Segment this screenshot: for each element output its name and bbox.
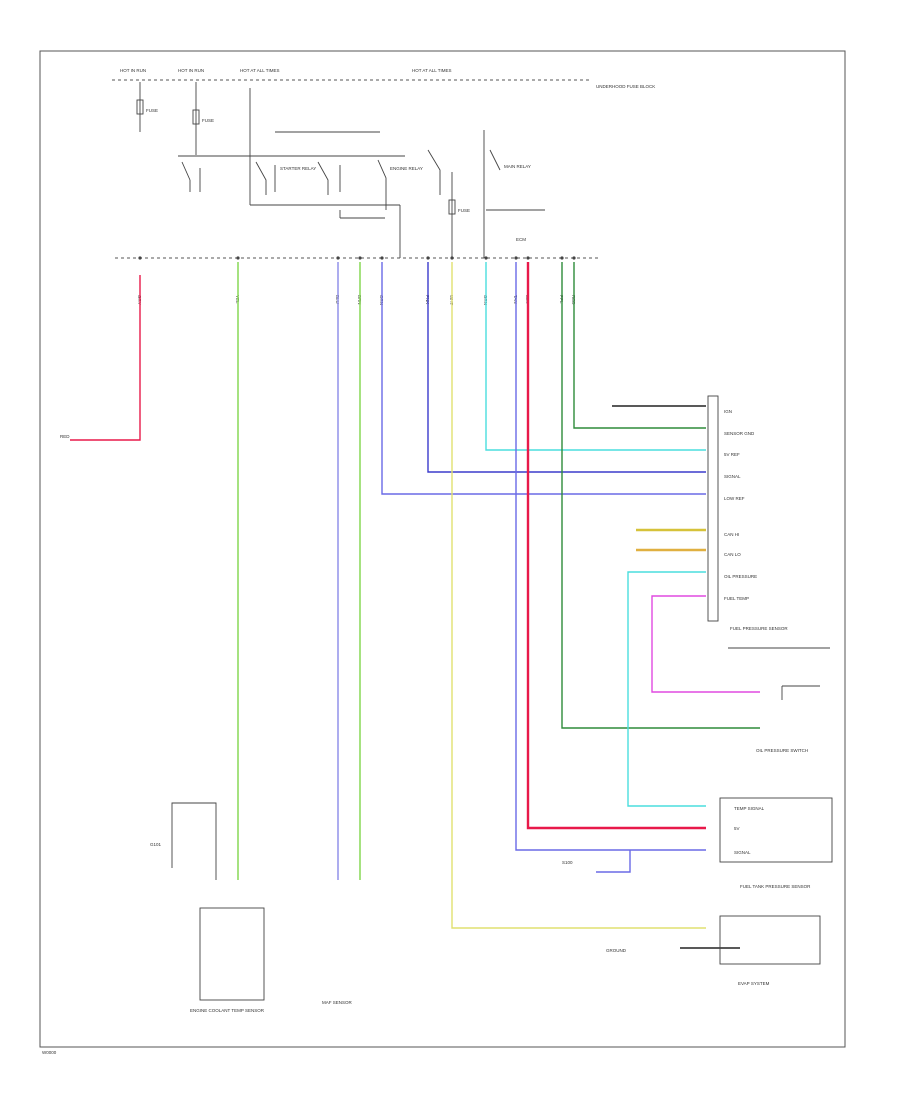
relay-switch-icon [489,149,501,171]
diagram-frame [39,50,846,1048]
component-label-oil-pressure: OIL PRESSURE SWITCH [756,748,808,753]
ecm-pin-label: SENSOR GND [724,431,755,436]
ecm-signal-labels: IGN SENSOR GND 5V REF SIGNAL LOW REF CAN… [724,409,757,601]
ecm-pin-label: LOW REF [724,496,745,501]
ecm-pin-label: TEMP SIGNAL [734,806,765,811]
ecm-pin-label: SIGNAL [734,850,751,855]
wire-red-left [70,275,141,441]
ecm-pin-label: SIGNAL [724,474,741,479]
wire-labels: GRY YEL BLU BRN ORN PNK WHT GRN TAN BLK … [137,295,576,305]
wire-cyan-1 [485,262,706,451]
relay-label-2: ENGINE RELAY [390,166,423,171]
ecm-pin-label: IGN [724,409,732,414]
wire-yellow [451,262,706,929]
fuse-icon [448,199,456,215]
ecm-pin-label: OIL PRESSURE [724,574,757,579]
fuse-label-2: FUSE [202,118,214,123]
fuse-icon [136,99,144,115]
fuse-label-1: FUSE [146,108,158,113]
label-hot-at-all-1: HOT AT ALL TIMES [240,68,280,73]
relay-switch-icon [255,161,276,195]
label-hot-at-all-2: HOT AT ALL TIMES [412,68,452,73]
wire-red-right [526,262,706,830]
ecm-pin-label: 5V REF [724,452,740,457]
label-hot-in-run-1: HOT IN RUN [120,68,146,73]
relay-switch-icon [181,161,201,192]
component-label-fuel-pressure: FUEL PRESSURE SENSOR [730,626,788,631]
relay-switch-icon [317,161,341,195]
ground-label: G101 [150,842,162,847]
ground-label: GROUND [606,948,627,953]
connector-pins [138,256,576,260]
wire-blue-4 [596,850,631,873]
wire-navy [427,262,706,473]
evap-box [719,915,821,965]
wire-dark-green-2 [573,262,706,429]
wire-blue-3 [515,262,706,851]
left-component-outline [171,802,217,880]
red-wire-label: RED [60,434,70,439]
fuse-icon [192,109,200,125]
wire-blue-2 [381,262,706,495]
ecm-pin-label: CAN LO [724,552,741,557]
wire-dark-green-1 [561,262,760,729]
ecm-pin-label: CAN HI [724,532,739,537]
relay-switch-icon [427,149,441,195]
ecm-header: ECM [516,237,526,242]
footer-code: W0000 [42,1050,57,1055]
component-label-fuel-tank: FUEL TANK PRESSURE SENSOR [740,884,811,889]
label-hot-in-run-2: HOT IN RUN [178,68,204,73]
fuse-group: FUSE FUSE FUSE [136,82,470,258]
mid-component-label: MAF SENSOR [322,1000,353,1005]
label-underhood: UNDERHOOD FUSE BLOCK [596,84,655,89]
left-component-label: ENGINE COOLANT TEMP SENSOR [190,1008,265,1013]
wire-magenta [651,595,760,693]
evap-label: EVAP SYSTEM [738,981,770,986]
splice-label: S100 [562,860,573,865]
relay-group: STARTER RELAY ENGINE RELAY MAIN RELAY [178,88,545,258]
ecm-pin-label: 5V [734,826,740,831]
relay-label-3: MAIN RELAY [504,164,531,169]
ecm-box [707,395,719,622]
relay-switch-icon [377,159,387,210]
ecm-pin-label: FUEL TEMP [724,596,749,601]
oil-pressure-box [719,797,833,863]
fuse-label-3: FUSE [458,208,470,213]
wire-cyan-2 [627,571,706,807]
relay-label-1: STARTER RELAY [280,166,316,171]
left-component-box [199,907,265,1001]
